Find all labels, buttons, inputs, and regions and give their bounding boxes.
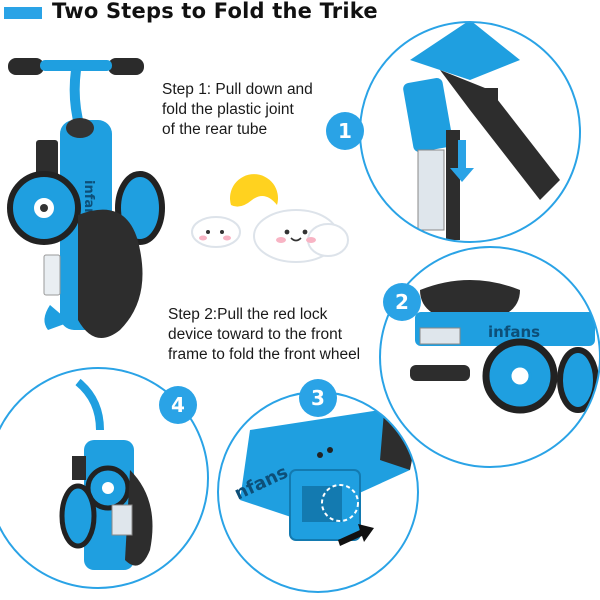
sun-with-clouds-icon (191, 174, 349, 263)
step-1-number: 1 (338, 119, 352, 143)
stem-clamp (66, 118, 94, 138)
step-1-detail-circle: 1 (326, 21, 581, 243)
step-2-brand-logo: infans (488, 323, 540, 341)
step-4-detail-circle: 4 (0, 367, 209, 589)
step-2-badge (383, 283, 421, 321)
front-wheel (7, 171, 81, 245)
rear-footrest (44, 305, 70, 330)
pedal (36, 140, 58, 178)
step-3-detail-circle: nfans 3 (217, 379, 419, 593)
step-2-line-2: device toward to the front (168, 326, 343, 343)
step-4-badge (159, 386, 197, 424)
frame-label-sticker (43, 254, 61, 296)
step-1-line-3: of the rear tube (162, 121, 268, 138)
step-3-badge (299, 379, 337, 417)
step-1-line-2: fold the plastic joint (162, 101, 294, 118)
step-3-number: 3 (311, 386, 325, 410)
step-1-text: Step 1: Pull down and fold the plastic j… (162, 80, 313, 140)
step-1-badge (326, 112, 364, 150)
left-handle-grip (8, 58, 44, 75)
handlebar (40, 60, 112, 71)
step-2-line-1: Step 2:Pull the red lock (168, 306, 328, 323)
step-2-number: 2 (395, 290, 409, 314)
down-arrow-icon (450, 140, 474, 182)
push-arrow-icon (338, 524, 374, 546)
page-title: Two Steps to Fold the Trike (52, 0, 378, 23)
right-handle-grip (108, 58, 144, 75)
step-2-text: Step 2:Pull the red lock device toward t… (168, 305, 360, 365)
step-2-line-3: frame to fold the front wheel (168, 346, 361, 363)
title-accent-bar (4, 7, 42, 19)
folded-trike-illustration: infans (7, 58, 165, 338)
step-2-detail-circle: infans 2 (379, 246, 600, 468)
step-1-line-1: Step 1: Pull down and (162, 81, 313, 98)
seat (78, 209, 143, 338)
step-4-number: 4 (171, 393, 185, 417)
